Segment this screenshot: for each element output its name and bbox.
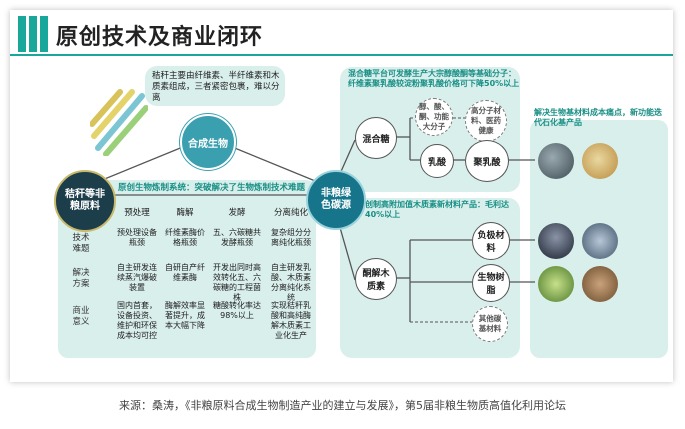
header: 原创技术及商业闭环: [10, 10, 673, 56]
table-cell: 自主研发乳酸、木质素分离纯化系统: [271, 263, 311, 302]
lignin-label: 酮解木质素: [362, 269, 390, 292]
table-cell: 自主研发连续蒸汽爆破装置: [117, 263, 157, 292]
table-row-label: 技术难题: [72, 233, 90, 254]
page-title: 原创技术及商业闭环: [56, 25, 264, 50]
table-row-label: 商业意义: [72, 306, 90, 327]
header-rule: [10, 54, 673, 56]
resin-label: 生物树脂: [477, 273, 505, 296]
polymer-label: 高分子材料、医药健康: [471, 106, 501, 135]
table-column-header: 分离纯化: [273, 208, 308, 218]
header-bars: [18, 16, 48, 52]
table-cell: 五、六碳糖共发酵瓶颈: [213, 228, 261, 247]
table-cell: 复杂组分分离纯化瓶颈: [271, 228, 311, 247]
table-column-header: 发酵: [228, 208, 246, 218]
straw-node: 秸秆等非粮原料: [54, 170, 116, 232]
anode-label: 负极材料: [477, 231, 505, 254]
mid-right-note: 创制高附加值木质素新材料产品：毛利达40%以上: [365, 200, 509, 219]
pla-node: 聚乳酸: [465, 140, 509, 182]
leaf-photo: [538, 266, 574, 302]
film-photo: [538, 143, 574, 179]
alcohols-node: 醇、酸、酮、功能大分子: [415, 98, 453, 136]
source-caption: 来源：桑涛，《非粮原料合成生物制造产业的建立与发展》，第5届非粮生物质高值化利用…: [119, 399, 566, 412]
intro-box: [145, 66, 285, 106]
intro-text: 秸秆主要由纤维素、半纤维素和木质素组成，三者紧密包裹，难以分离: [152, 71, 280, 103]
right-note: 解决生物基材料成本痛点，新功能迭代石化基产品: [534, 108, 662, 127]
system-label: 原创生物炼制系统：突破解决了生物炼制技术难题: [118, 183, 306, 193]
table-cell: 纤维素酶价格瓶颈: [165, 228, 205, 247]
table-cell: 预处理设备瓶颈: [117, 228, 157, 247]
food-packaging-photo: [582, 143, 618, 179]
synbio-node: 合成生物: [180, 114, 236, 170]
carbon-label: 非粮绿色碳源: [321, 188, 351, 211]
table-cell: 糖酸转化率达98%以上: [213, 301, 261, 320]
resin-node: 生物树脂: [472, 264, 510, 302]
straw-label: 秸秆等非粮原料: [65, 189, 105, 212]
wood-panel-photo: [582, 266, 618, 302]
lactic-acid-node: 乳酸: [420, 144, 454, 178]
fiber-illustration: [90, 88, 148, 156]
table-cell: 自研自产纤维素酶: [165, 263, 205, 282]
table-cell: 实现秸秆乳酸和高纯酶解木质素工业化生产: [271, 301, 311, 340]
table-column-header: 预处理: [124, 208, 150, 218]
table-cell: 开发出同时高效转化五、六碳糖的工程菌株: [213, 263, 261, 302]
table-cell: 酶解效率显著提升，成本大幅下降: [165, 301, 205, 330]
other-lignin-label: 其他碳基材料: [478, 314, 502, 333]
top-right-note: 混合糖平台可发酵生产大宗醇酸酮等基础分子：纤维素聚乳酸较淀粉聚乳酸价格可下降50…: [348, 69, 520, 88]
other-lignin-node: 其他碳基材料: [472, 306, 508, 342]
anode-node: 负极材料: [472, 222, 510, 260]
carbon-node: 非粮绿色碳源: [306, 170, 366, 230]
battery-plant-photo: [582, 223, 618, 259]
polymer-node: 高分子材料、医药健康: [465, 100, 507, 142]
table-row-label: 解决方案: [72, 268, 90, 289]
alcohols-label: 醇、酸、酮、功能大分子: [419, 102, 449, 131]
lignin-node: 酮解木质素: [355, 258, 397, 300]
vehicle-photo: [538, 223, 574, 259]
table-cell: 国内首套，设备投资、维护和环保成本均可控: [117, 301, 157, 340]
infographic-card: 原创技术及商业闭环 秸秆主要由纤维素、半纤维素和木质素组成，三者紧密包裹，难以分…: [10, 10, 673, 382]
table-column-header: 酶解: [176, 208, 194, 218]
mixed-sugar-node: 混合糖: [355, 117, 397, 159]
